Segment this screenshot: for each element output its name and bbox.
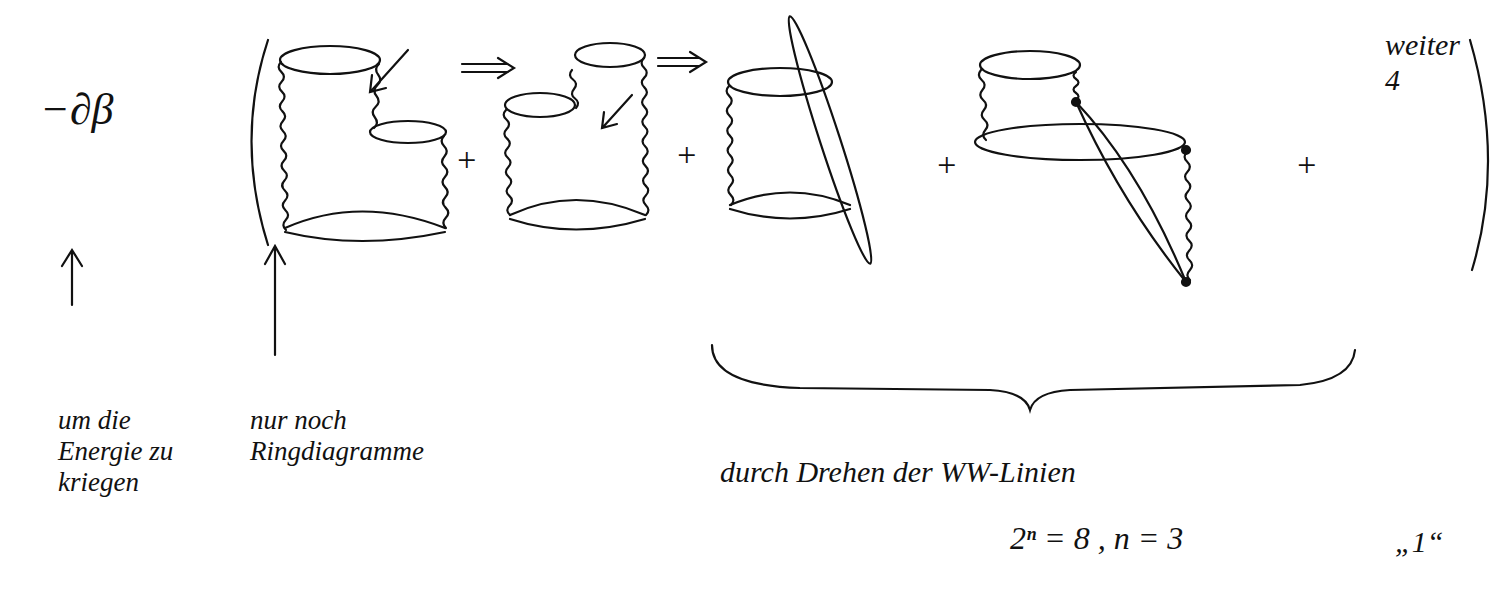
parenthesis bbox=[1470, 40, 1488, 270]
parenthesis bbox=[252, 40, 269, 245]
plus-sign: + bbox=[1295, 145, 1318, 184]
interaction-line bbox=[373, 64, 380, 128]
plus-sign: + bbox=[675, 135, 698, 174]
note: „1“ bbox=[1395, 525, 1443, 560]
interaction-line bbox=[1074, 72, 1079, 100]
note: weiter 4 bbox=[1385, 28, 1460, 97]
interaction-line bbox=[279, 62, 288, 230]
interaction-line bbox=[642, 58, 649, 215]
pointer-arrow bbox=[62, 250, 82, 305]
double-arrow bbox=[462, 58, 514, 78]
interaction-line bbox=[979, 70, 988, 140]
operator: −∂β bbox=[40, 85, 113, 136]
interaction-lines bbox=[279, 58, 1193, 280]
note: nur noch Ringdiagramme bbox=[250, 405, 450, 467]
interaction-line bbox=[1185, 152, 1193, 280]
interaction-line bbox=[504, 110, 512, 215]
interaction-line bbox=[727, 86, 734, 205]
ring-diagram bbox=[975, 51, 1190, 286]
plus-sign: + bbox=[935, 145, 958, 184]
note: durch Drehen der WW-Linien bbox=[720, 455, 1076, 490]
pointer-arrow bbox=[265, 246, 285, 355]
equation: 2ⁿ = 8 , n = 3 bbox=[1010, 520, 1183, 557]
ring-diagram bbox=[728, 13, 880, 266]
double-arrow bbox=[658, 52, 706, 72]
interaction-line bbox=[570, 70, 578, 108]
plus-sign: + bbox=[455, 140, 478, 179]
ring-diagram bbox=[280, 46, 446, 241]
ring-diagram bbox=[505, 43, 645, 230]
note: um die Energie zu kriegen bbox=[58, 405, 208, 498]
curly-brace bbox=[712, 345, 1355, 410]
interaction-line bbox=[442, 136, 449, 228]
